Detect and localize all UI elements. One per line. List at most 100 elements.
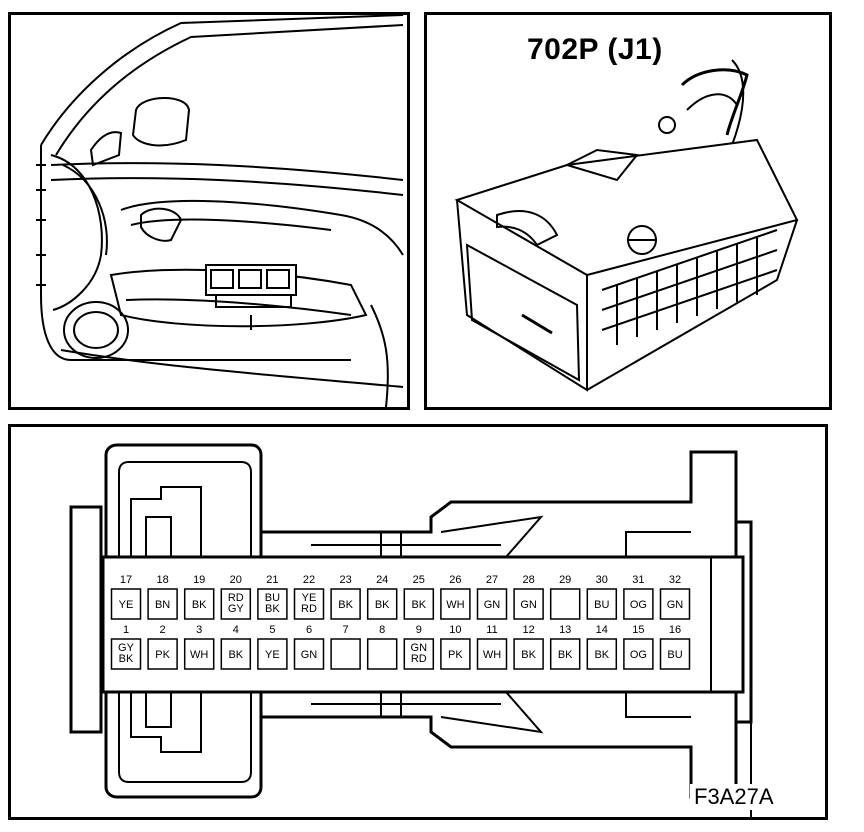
wire-color: BK: [338, 599, 353, 611]
pin-number: 22: [303, 574, 315, 586]
wire-color: BK: [228, 649, 243, 661]
pin-number: 2: [160, 624, 166, 636]
pin-4: 4BK: [220, 624, 252, 670]
connector-title: 702P (J1): [527, 33, 663, 66]
pin-number: 23: [339, 574, 351, 586]
pin-cavity: [659, 588, 691, 620]
pin-cavity: [549, 588, 581, 620]
wire-color: GN: [667, 599, 684, 611]
pinout-drawing: 17YE18BN19BK20RDGY21BUBK22YERD23BK24BK25…: [69, 443, 753, 817]
pin-cavity: [513, 588, 544, 620]
pin-number: 28: [522, 574, 534, 586]
pin-number: 26: [449, 574, 461, 586]
pin-7: 7: [330, 624, 361, 670]
wire-color: YE: [265, 649, 280, 661]
wire-color: YE: [119, 599, 134, 611]
wire-color: BK: [594, 649, 609, 661]
wire-color: BK: [192, 599, 207, 611]
pin-number: 8: [379, 624, 385, 636]
pin-cavity: [147, 588, 178, 620]
pin-5: 5YE: [257, 624, 288, 670]
pin-number: 25: [413, 574, 425, 586]
pin-cavity: [586, 638, 618, 670]
wire-color: BU: [667, 649, 682, 661]
pin-number: 13: [559, 624, 571, 636]
pin-cavity: [476, 588, 508, 620]
pin-cavity: [110, 588, 142, 620]
connector-illustration: 702P (J1): [424, 12, 832, 410]
pin-cavity: [623, 638, 654, 670]
wire-color: BK: [265, 603, 280, 615]
pin-cavity: [110, 638, 142, 670]
wire-color: RD: [411, 653, 427, 665]
connector-drawing: [454, 59, 799, 392]
pin-cavity: [549, 638, 581, 670]
pin-cavity: [183, 638, 215, 670]
pin-cavity: [403, 638, 435, 670]
wire-color: GN: [484, 599, 501, 611]
wire-color: GN: [411, 642, 428, 654]
pin-number: 15: [632, 624, 644, 636]
pin-number: 6: [306, 624, 312, 636]
wire-color: BK: [119, 653, 134, 665]
pin-cavity: [183, 588, 215, 620]
wire-color: BK: [521, 649, 536, 661]
pin-number: 16: [669, 624, 681, 636]
pin-number: 12: [522, 624, 534, 636]
wire-color: WH: [483, 649, 501, 661]
left-flange: [69, 505, 103, 734]
pin-number: 1: [123, 624, 129, 636]
door-location-illustration: [8, 12, 410, 410]
wire-color: BU: [594, 599, 609, 611]
pin-cavity: [623, 588, 654, 620]
pin-cavity: [440, 638, 471, 670]
pin-number: 7: [343, 624, 349, 636]
pin-number: 19: [193, 574, 205, 586]
wire-color: PK: [155, 649, 170, 661]
pin-number: 20: [230, 574, 242, 586]
pin-number: 11: [486, 624, 497, 636]
wire-color: BU: [265, 592, 280, 604]
wire-color: OG: [630, 599, 647, 611]
pin-number: 3: [196, 624, 202, 636]
pin-cavity: [220, 638, 252, 670]
pin-number: 29: [559, 574, 571, 586]
pin-2: 2PK: [147, 624, 178, 670]
wire-color: GN: [520, 599, 537, 611]
pin-row-top: 17YE18BN19BK20RDGY21BUBK22YERD23BK24BK25…: [110, 574, 691, 620]
pin-cavity: [586, 588, 618, 620]
wire-color: PK: [448, 649, 463, 661]
figure-id: F3A27A: [690, 784, 780, 810]
pin-number: 31: [632, 574, 644, 586]
pin-cavity: [330, 588, 361, 620]
pin-cavity: [330, 638, 361, 670]
wire-color: GY: [118, 642, 135, 654]
pin-number: 18: [156, 574, 168, 586]
pin-cavity: [476, 638, 508, 670]
wire-color: RD: [301, 603, 317, 615]
pin-cavity: [513, 638, 544, 670]
pin-29: 29: [549, 574, 581, 620]
pin-number: 14: [596, 624, 608, 636]
wire-color: BK: [375, 599, 390, 611]
pin-3: 3WH: [183, 624, 215, 670]
pin-cavity: [293, 638, 325, 670]
connector-body: [101, 555, 745, 694]
